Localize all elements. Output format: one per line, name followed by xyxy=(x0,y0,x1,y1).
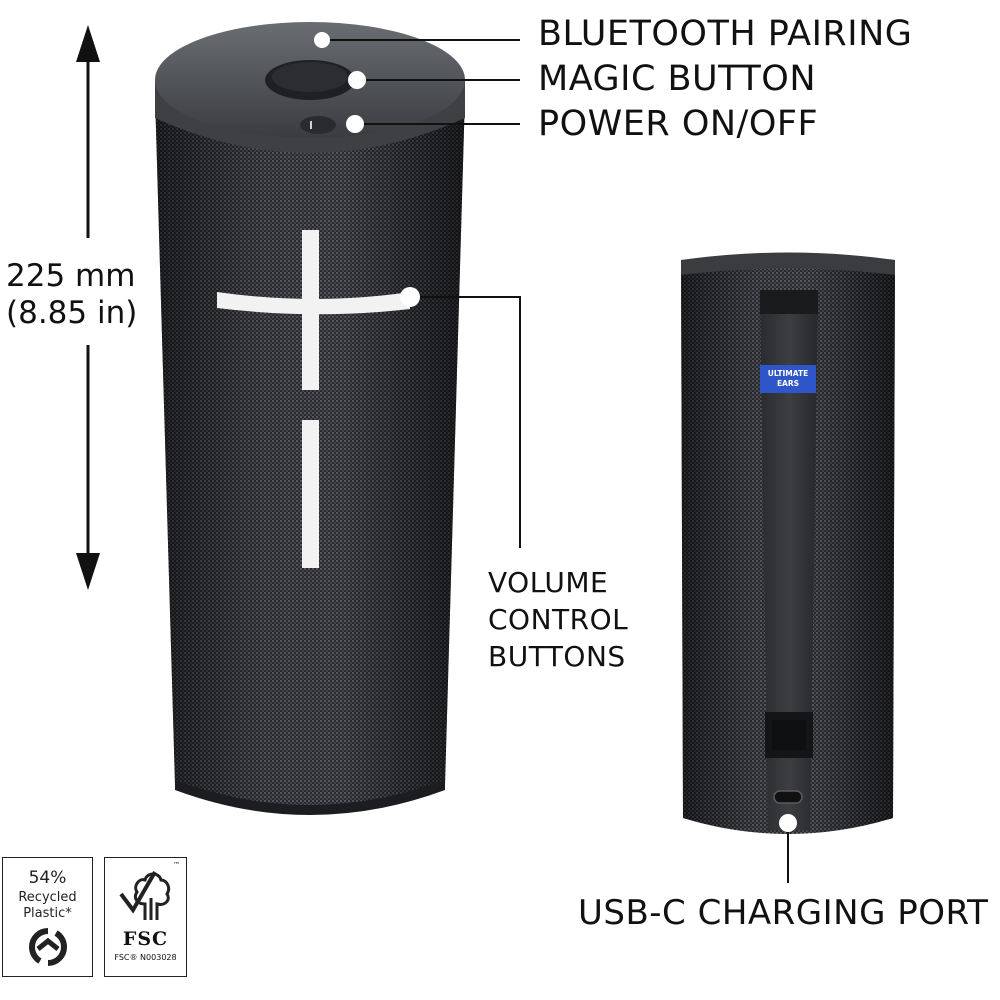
fsc-tree-icon xyxy=(119,870,171,920)
volume-label-line1: VOLUME xyxy=(488,566,609,599)
volume-label-line3: BUTTONS xyxy=(488,640,626,673)
recycled-plastic-badge: 54% Recycled Plastic* xyxy=(2,857,93,977)
recycle-icon xyxy=(28,928,68,966)
volume-label-line2: CONTROL xyxy=(488,603,629,636)
usb-c-port-graphic xyxy=(773,790,803,804)
fsc-wordmark: FSC xyxy=(122,928,169,950)
magic-button-label: MAGIC BUTTON xyxy=(538,59,817,99)
speaker-front xyxy=(155,22,465,815)
fsc-license-code: FSC® N003028 xyxy=(114,953,177,962)
usb-c-label: USB-C CHARGING PORT xyxy=(578,893,989,933)
usb-callout-dot xyxy=(779,814,797,832)
magic-callout-dot xyxy=(348,71,366,89)
strap xyxy=(760,290,818,830)
callout-lines xyxy=(326,39,789,883)
height-mm-label: 225 mm xyxy=(6,258,136,294)
power-callout-dot xyxy=(346,115,364,133)
bluetooth-callout-dot xyxy=(314,32,330,48)
volume-minus-symbol xyxy=(302,420,319,568)
callout-dots xyxy=(314,32,797,832)
brand-line2: EARS xyxy=(776,379,800,388)
recycled-line2: Plastic* xyxy=(23,906,72,921)
ultimate-ears-badge: ULTIMATE EARS xyxy=(760,365,816,393)
recycled-percent: 54% xyxy=(28,868,67,888)
bluetooth-pairing-label: BLUETOOTH PAIRING xyxy=(538,14,913,54)
recycled-line1: Recycled xyxy=(18,890,77,905)
power-button-graphic xyxy=(300,116,336,134)
fsc-trademark: ™ xyxy=(173,861,180,869)
power-label: POWER ON/OFF xyxy=(538,104,819,144)
volume-callout-dot xyxy=(400,287,420,307)
speaker-back xyxy=(681,252,895,834)
height-in-label: (8.85 in) xyxy=(6,295,138,331)
volume-plus-symbol xyxy=(217,230,410,390)
brand-line1: ULTIMATE xyxy=(767,369,809,378)
height-dimension-arrow xyxy=(76,25,100,590)
fsc-badge: ™ FSC FSC® N003028 xyxy=(104,857,187,977)
